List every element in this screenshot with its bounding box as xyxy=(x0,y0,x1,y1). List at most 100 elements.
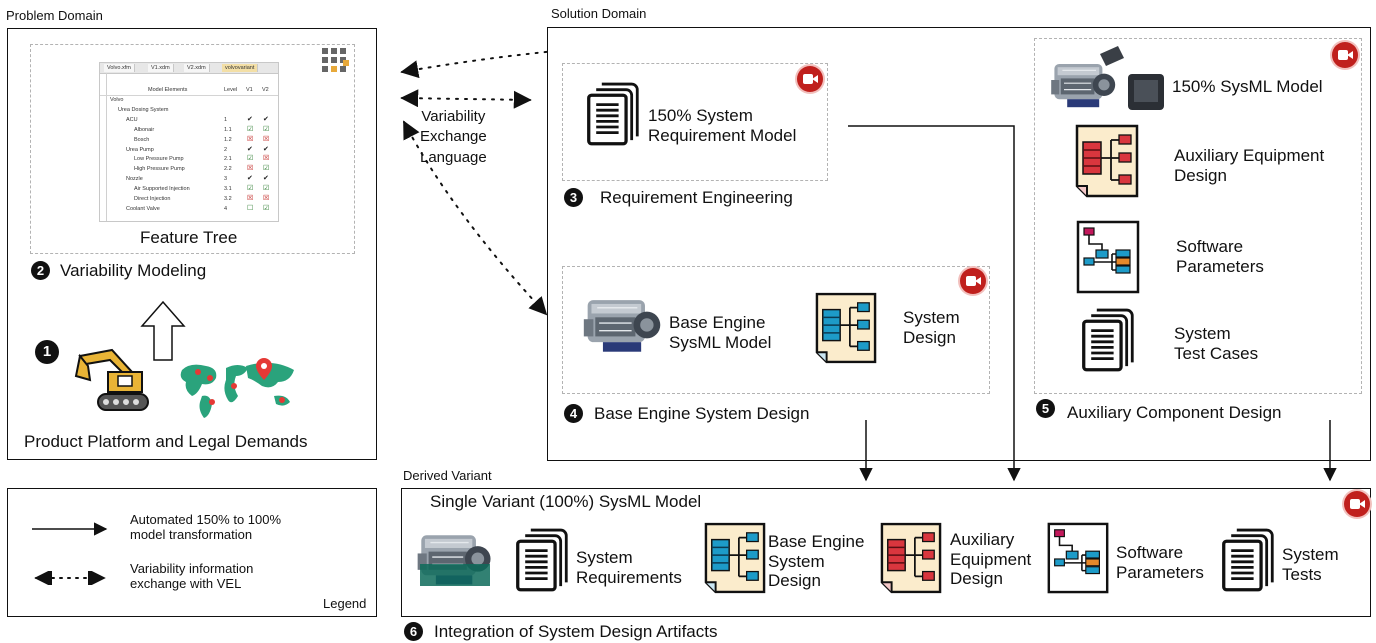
tab-volvovariant[interactable]: volvovariant xyxy=(222,64,259,72)
feature-level: 1.2 xyxy=(224,136,232,143)
feature-name: High Pressure Pump xyxy=(134,166,185,173)
legend-panel xyxy=(7,488,377,617)
feature-v1: ☑ xyxy=(247,125,254,133)
derived-engines-image xyxy=(416,534,492,586)
derived-tests-label: System Tests xyxy=(1282,545,1339,584)
requirement-engineering-box xyxy=(562,63,828,181)
col-level: Level xyxy=(224,87,238,93)
feature-name: Urea Pump xyxy=(126,146,154,153)
feature-name: Nozzle xyxy=(126,176,143,183)
derived-variant-title: Single Variant (100%) SysML Model xyxy=(430,492,702,511)
feature-name: Low Pressure Pump xyxy=(134,156,184,163)
feature-level: 2.1 xyxy=(224,156,232,163)
base-engine-box xyxy=(562,266,990,394)
derived-req-doc-icon xyxy=(514,526,570,592)
feature-v2: ✔ xyxy=(263,175,269,183)
camera-icon-base xyxy=(960,268,986,294)
feature-name: Albonair xyxy=(134,126,155,133)
feature-name: Direct Injection xyxy=(134,196,171,202)
feature-tree-row[interactable]: Low Pressure Pump 2.1 ☑ ☒ xyxy=(100,155,278,163)
feature-tree-row[interactable]: Air Supported Injection 3.1 ☑ ☑ xyxy=(100,185,278,193)
feature-v1: ☒ xyxy=(247,195,254,202)
step-2-badge: 2 xyxy=(31,261,50,280)
feature-v2: ☒ xyxy=(263,155,270,163)
software-parameters-label: Software Parameters xyxy=(1176,237,1264,276)
aux-equipment-label: Auxiliary Equipment Design xyxy=(1174,146,1325,185)
feature-v2: ☑ xyxy=(263,185,270,193)
feature-tree-row[interactable]: High Pressure Pump 2.2 ☒ ☑ xyxy=(100,165,278,173)
feature-tree-row[interactable]: Albonair 1.1 ☑ ☑ xyxy=(100,126,278,134)
tab-v1[interactable]: V1.xdm xyxy=(148,64,174,72)
tab-volvo-xfm[interactable]: Volvo.xfm xyxy=(104,64,135,72)
feature-name: ACU xyxy=(126,116,138,123)
feature-v2: ☒ xyxy=(263,195,270,202)
feature-name: Coolant Valve xyxy=(126,205,160,212)
camera-icon-req xyxy=(797,66,823,92)
tab-v2[interactable]: V2.xdm xyxy=(184,64,210,72)
arrow-req-to-derived xyxy=(848,125,1021,482)
excavator-icon xyxy=(74,348,149,411)
derived-variant-label: Derived Variant xyxy=(403,468,492,483)
feature-v1: ✔ xyxy=(247,175,253,183)
step-5-badge: 5 xyxy=(1036,399,1055,418)
feature-v2: ☑ xyxy=(263,165,270,173)
feature-v2: ☑ xyxy=(263,125,270,133)
feature-v1: ☒ xyxy=(247,165,254,173)
up-arrow-icon xyxy=(140,300,186,361)
auxiliary-label: Auxiliary Component Design xyxy=(1067,403,1282,422)
derived-requirements-label: System Requirements xyxy=(576,548,682,587)
feature-v2: ✔ xyxy=(263,145,269,153)
feature-tree-box xyxy=(30,44,355,254)
step-4-badge: 4 xyxy=(564,404,583,423)
base-engine-model-label: Base Engine SysML Model xyxy=(669,313,772,352)
col-v1: V1 xyxy=(246,87,253,93)
requirement-model-label: 150% System Requirement Model xyxy=(648,106,797,145)
legend-dotted-arrow xyxy=(34,571,106,585)
feature-tree-row[interactable]: Urea Dosing System xyxy=(100,106,278,114)
vel-arrow-to-req xyxy=(400,89,532,109)
derived-tests-doc-icon xyxy=(1220,526,1276,592)
requirement-engineering-label: Requirement Engineering xyxy=(600,188,793,207)
feature-level: 1 xyxy=(224,116,228,123)
feature-tree-row[interactable]: Direct Injection 3.2 ☒ ☒ xyxy=(100,195,278,203)
legend-solid-label: Automated 150% to 100% model transformat… xyxy=(130,512,282,542)
col-v2: V2 xyxy=(262,87,269,93)
configurator-icon xyxy=(320,46,350,76)
feature-level: 3.2 xyxy=(224,196,232,202)
step-1-badge: 1 xyxy=(35,340,59,364)
derived-sw-icon xyxy=(1046,522,1110,594)
derived-aux-design-icon xyxy=(880,522,942,594)
feature-tree-caption: Feature Tree xyxy=(140,228,238,247)
feature-tree-gutter xyxy=(106,73,107,221)
feature-tree-table: Volvo.xfm V1.xdm V2.xdm volvovariant Mod… xyxy=(99,62,279,222)
legend-solid-arrow xyxy=(32,522,108,536)
derived-sw-label: Software Parameters xyxy=(1116,543,1204,582)
feature-v1: ☑ xyxy=(247,155,254,163)
aux-engines-image xyxy=(1050,46,1164,110)
feature-tree-tabs: Volvo.xfm V1.xdm V2.xdm volvovariant xyxy=(100,63,278,74)
vel-arrow-to-base xyxy=(403,120,548,316)
aux-sysml-model-label: 150% SysML Model xyxy=(1172,77,1323,96)
integration-label: Integration of System Design Artifacts xyxy=(434,622,718,641)
feature-v1: ☑ xyxy=(247,185,254,193)
world-map-icon xyxy=(180,358,294,418)
feature-level: 2.2 xyxy=(224,166,232,173)
legend-dotted-label: Variability information exchange with VE… xyxy=(130,561,254,591)
feature-level: 2 xyxy=(224,146,228,153)
feature-tree-row[interactable]: Volvo xyxy=(100,96,278,104)
auxiliary-box xyxy=(1034,38,1362,394)
feature-level: 3.1 xyxy=(224,186,232,193)
variability-modeling-label: Variability Modeling xyxy=(60,261,207,280)
product-platform-label: Product Platform and Legal Demands xyxy=(24,432,308,451)
feature-name: Air Supported Injection xyxy=(134,186,190,193)
derived-aux-design-label: Auxiliary Equipment Design xyxy=(950,530,1032,589)
feature-name: Volvo xyxy=(110,97,124,103)
step-3-badge: 3 xyxy=(564,188,583,207)
feature-level: 1.1 xyxy=(224,126,232,133)
